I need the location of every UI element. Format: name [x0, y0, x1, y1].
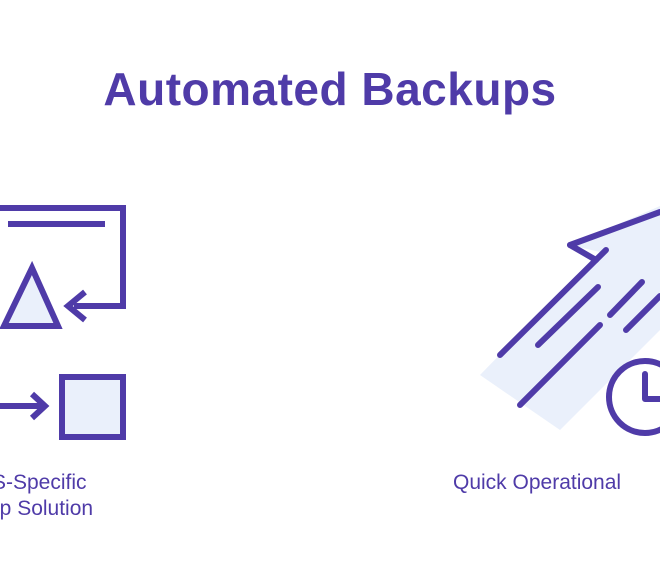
- speed-line-1: [497, 247, 609, 358]
- page-title: Automated Backups: [103, 63, 557, 115]
- feature-caption-line: S-Specific: [0, 471, 87, 494]
- triangle-shape: [0, 260, 63, 329]
- feature-caption-line: Quick Operational: [453, 471, 622, 494]
- clock-hands: [642, 371, 660, 402]
- speed-line-2: [535, 284, 601, 348]
- speed-line-3: [517, 322, 603, 408]
- speed-line-4: [607, 279, 645, 318]
- arrow-head-top-edge: [567, 209, 660, 248]
- speed-line-5: [623, 293, 660, 333]
- backup-cycle-icon: [0, 205, 126, 440]
- loop-arrow-head: [63, 289, 87, 323]
- arrow-head-left-edge: [567, 242, 599, 263]
- frame-outline: [0, 205, 126, 309]
- fast-clock-arrow-icon: [480, 206, 660, 436]
- arrow-head-right: [29, 391, 50, 421]
- clock-icon: [606, 358, 660, 436]
- square-shape: [59, 374, 126, 440]
- feature-caption-line: up Solution: [0, 497, 94, 520]
